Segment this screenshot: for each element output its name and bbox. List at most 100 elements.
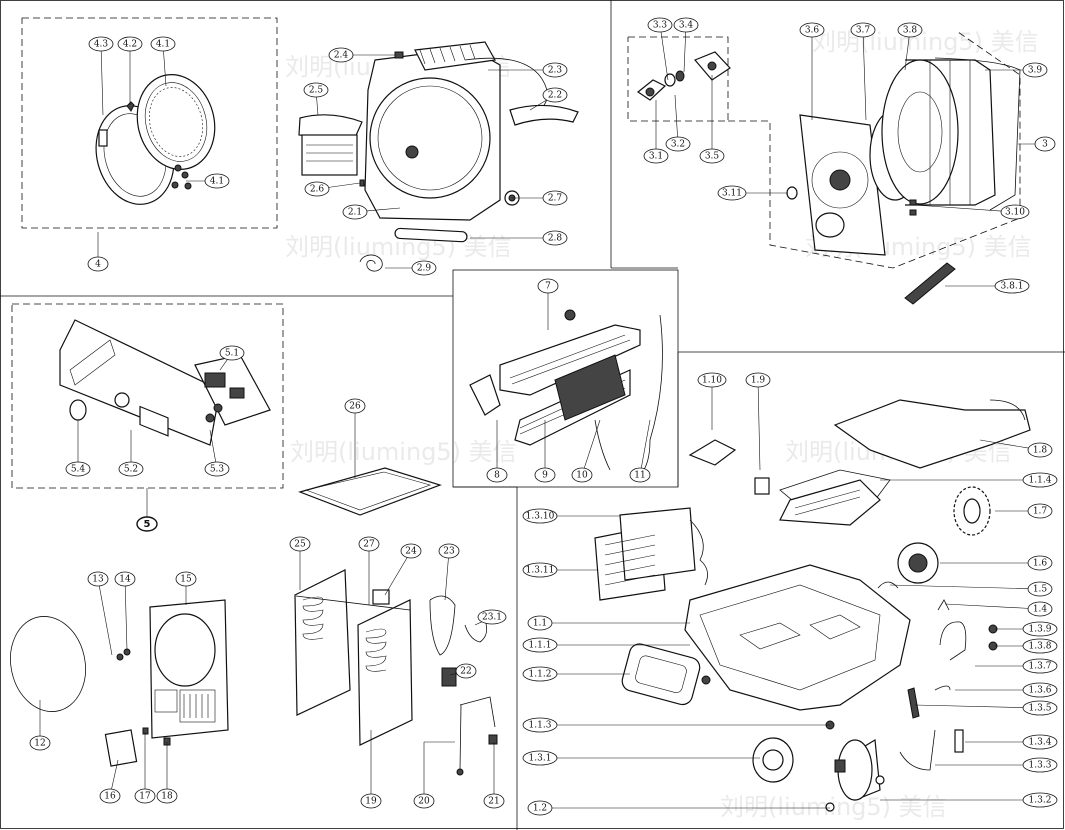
callout-c-2-8: 2.8	[470, 230, 568, 246]
callout-bubble	[522, 717, 558, 733]
callout-c-4-1b: 4.1	[186, 173, 230, 189]
callout-label: 1.1.2	[529, 670, 552, 680]
callout-bubble	[897, 22, 923, 38]
cabinet-panels	[294, 467, 498, 776]
callout-label: 4.2	[123, 40, 137, 50]
callout-bubble	[304, 181, 330, 197]
callout-bubble	[1027, 442, 1053, 458]
callout-c-1-3-2: 1.3.2	[880, 792, 1058, 808]
side-brace	[295, 595, 411, 611]
callout-label: 21	[488, 797, 499, 807]
callout-label: 2.5	[309, 86, 324, 96]
callout-bubble	[114, 571, 136, 587]
front-panel-assembly	[10, 599, 229, 767]
base-assembly	[594, 399, 1031, 812]
leader-line	[111, 759, 119, 790]
leader-line	[449, 673, 457, 676]
callout-c-8: 8	[486, 420, 508, 483]
callout-c-7: 7	[537, 278, 559, 330]
callout-c-5-1: 5.1	[219, 345, 245, 371]
callout-c-3-8-1: 3.8.1	[945, 278, 1030, 294]
leader-line	[328, 182, 361, 188]
callout-c-1-3-3: 1.3.3	[935, 757, 1058, 773]
leader-line	[98, 585, 113, 656]
leader-line	[583, 419, 601, 469]
button-cap	[213, 403, 223, 413]
callout-label: 9	[542, 471, 548, 481]
callout-bubble	[571, 467, 593, 483]
callout-bubble	[534, 467, 556, 483]
group-box-door	[21, 17, 278, 229]
callout-c-1-1-3: 1.1.3	[522, 717, 830, 733]
callout-c-20: 20	[413, 741, 455, 809]
leader-line	[674, 94, 678, 138]
callout-bubble	[643, 148, 669, 164]
door-gasket	[10, 616, 86, 712]
callout-bubble	[65, 461, 91, 477]
callout-label: 2.1	[348, 208, 362, 218]
leader-line	[660, 31, 669, 81]
callout-label: 10	[576, 471, 588, 481]
callout-label: 25	[294, 540, 306, 550]
callout-bubble	[1022, 700, 1058, 716]
callout-c-1-3-10: 1.3.10	[522, 508, 620, 524]
callout-label: 5.3	[210, 465, 225, 475]
callout-bubble	[204, 173, 230, 189]
drum-assembly	[786, 57, 1021, 305]
drum-roller	[786, 186, 798, 200]
callout-label: 1.3.4	[1029, 738, 1052, 748]
rear-bearing-hub	[405, 145, 419, 159]
callout-c-1-2: 1.2	[527, 800, 830, 816]
callout-c-1-1: 1.1	[527, 615, 690, 631]
callout-label: 1.1.1	[529, 641, 552, 651]
front-drum-opening	[815, 212, 845, 238]
callout-bubble	[542, 230, 568, 246]
callout-c-2-4: 2.4	[328, 47, 395, 63]
front-drum-hub	[829, 169, 851, 191]
callout-label: 4.1	[156, 40, 170, 50]
control-panel-assembly	[59, 319, 271, 446]
callout-bubble	[527, 800, 553, 816]
callout-bubble	[438, 543, 460, 559]
drain-hose	[429, 595, 456, 656]
callout-c-10: 10	[571, 419, 601, 483]
callout-c-1-1-2: 1.1.2	[522, 666, 630, 682]
door-assembly	[95, 74, 216, 205]
callout-bubble	[413, 793, 435, 809]
drum-lifter	[904, 262, 956, 305]
callout-label: 8	[494, 471, 500, 481]
callout-bubble	[358, 536, 380, 552]
callout-bubble	[1027, 555, 1053, 571]
callout-c-1-1-4: 1.1.4	[880, 472, 1058, 488]
callout-label: 24	[405, 547, 417, 557]
callout-label: 1.5	[1033, 585, 1048, 595]
display-window	[139, 405, 169, 437]
group-box-heater	[452, 269, 679, 488]
callout-c-3-8: 3.8	[897, 22, 923, 71]
hinge-parts	[171, 164, 192, 190]
callout-c-2-3: 2.3	[488, 62, 568, 78]
callout-c-19: 19	[360, 730, 382, 809]
callout-label: 23.1	[482, 613, 502, 623]
callout-c-4-1a: 4.1	[150, 36, 176, 87]
callout-label: 3.6	[805, 26, 820, 36]
leader-line	[914, 204, 1002, 212]
callout-c-2-2: 2.2	[529, 87, 568, 111]
callout-c-17: 17	[134, 732, 156, 804]
front-grille	[179, 689, 216, 723]
callout-label: 2.6	[310, 185, 325, 195]
callout-c-27: 27	[358, 536, 380, 605]
door-lock-part	[116, 653, 124, 661]
callout-label: 2.7	[548, 194, 563, 204]
callout-bubble	[994, 278, 1030, 294]
callout-label: 5.1	[225, 349, 239, 359]
callout-c-1-3-8: 1.3.8	[995, 638, 1058, 654]
door-frame-ring	[136, 74, 216, 170]
leader-line	[474, 621, 482, 626]
capillary-tube	[899, 729, 936, 771]
callout-c-5-2: 5.2	[118, 430, 144, 477]
callout-label: 26	[349, 402, 361, 412]
callout-bubble	[1022, 658, 1058, 674]
